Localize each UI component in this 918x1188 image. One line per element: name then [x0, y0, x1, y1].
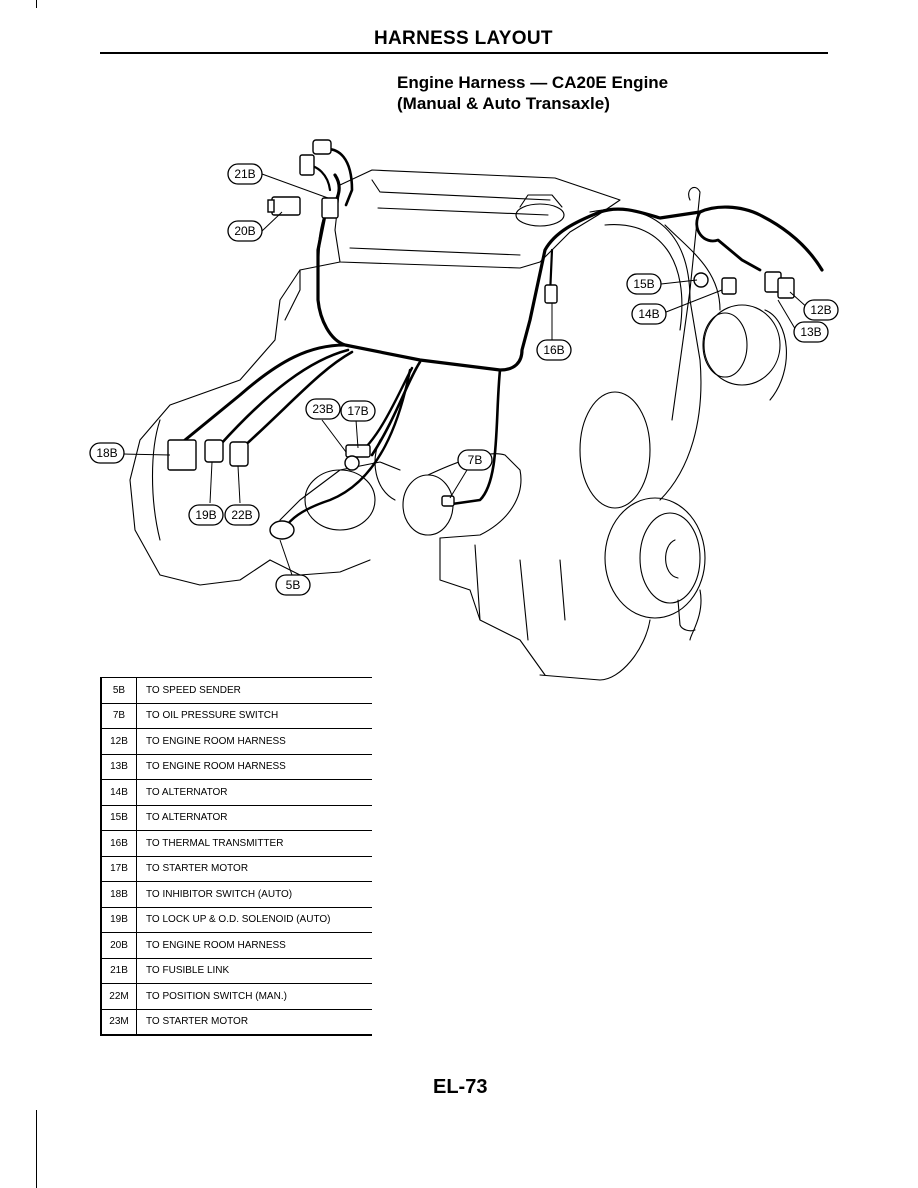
- callout-22b: 22B: [231, 508, 252, 522]
- connector-code: 22M: [100, 983, 137, 1010]
- connector-code: 15B: [100, 805, 137, 831]
- callout-16b: 16B: [543, 343, 564, 357]
- connectors: [167, 139, 795, 540]
- page-number: EL-73: [433, 1076, 488, 1098]
- connector-code: 20B: [100, 932, 137, 959]
- callout-19b: 19B: [195, 508, 216, 522]
- connector-description: TO STARTER MOTOR: [136, 1009, 372, 1036]
- callout-17b: 17B: [347, 404, 368, 418]
- callout-12b: 12B: [810, 303, 831, 317]
- connector-code: 21B: [100, 958, 137, 984]
- connector-description: TO LOCK UP & O.D. SOLENOID (AUTO): [136, 907, 372, 933]
- connector-code: 17B: [100, 856, 137, 882]
- callout-23b: 23B: [312, 402, 333, 416]
- callout-5b: 5B: [286, 578, 301, 592]
- callout-7b: 7B: [468, 453, 483, 467]
- leader-lines: [123, 173, 811, 576]
- callout-14b: 14B: [638, 307, 659, 321]
- page-title: HARNESS LAYOUT: [374, 28, 553, 49]
- callout-15b: 15B: [633, 277, 654, 291]
- callout-labels: 21B 20B 15B 14B 12B 13B 16B 23B 17B 18B …: [96, 167, 831, 592]
- connector-description: TO STARTER MOTOR: [136, 856, 372, 882]
- callout-18b: 18B: [96, 446, 117, 460]
- margin-mark: [36, 0, 37, 8]
- connector-description: TO THERMAL TRANSMITTER: [136, 830, 372, 857]
- engine-harness-diagram: 21B 20B 15B 14B 12B 13B 16B 23B 17B 18B …: [89, 139, 839, 681]
- connector-description: TO ENGINE ROOM HARNESS: [136, 728, 372, 755]
- callout-bubbles: [89, 163, 839, 596]
- connector-description: TO ENGINE ROOM HARNESS: [136, 932, 372, 959]
- connector-code: 18B: [100, 881, 137, 908]
- subtitle-line-1: Engine Harness — CA20E Engine: [397, 73, 669, 92]
- connector-code: 16B: [100, 830, 137, 857]
- connector-description: TO INHIBITOR SWITCH (AUTO): [136, 881, 372, 908]
- connector-code: 12B: [100, 728, 137, 755]
- connector-code: 5B: [100, 677, 137, 704]
- callout-13b: 13B: [800, 325, 821, 339]
- callout-21b: 21B: [234, 167, 255, 181]
- connector-code: 23M: [100, 1009, 137, 1036]
- connector-code: 7B: [100, 703, 137, 729]
- subtitle-line-2: (Manual & Auto Transaxle): [397, 94, 610, 113]
- connector-code: 19B: [100, 907, 137, 933]
- connector-description: TO ALTERNATOR: [136, 805, 372, 831]
- connector-description: TO SPEED SENDER: [136, 677, 372, 704]
- connector-description: TO ALTERNATOR: [136, 779, 372, 806]
- diagram-subtitle: Engine Harness — CA20E Engine (Manual & …: [397, 72, 668, 114]
- header-divider: [100, 52, 828, 54]
- engine-outline: [129, 169, 787, 681]
- connector-description: TO POSITION SWITCH (MAN.): [136, 983, 372, 1010]
- connector-code: 14B: [100, 779, 137, 806]
- connector-code: 13B: [100, 754, 137, 780]
- callout-20b: 20B: [234, 224, 255, 238]
- connector-description: TO FUSIBLE LINK: [136, 958, 372, 984]
- connector-description: TO ENGINE ROOM HARNESS: [136, 754, 372, 780]
- connector-description: TO OIL PRESSURE SWITCH: [136, 703, 372, 729]
- margin-mark: [36, 1110, 37, 1188]
